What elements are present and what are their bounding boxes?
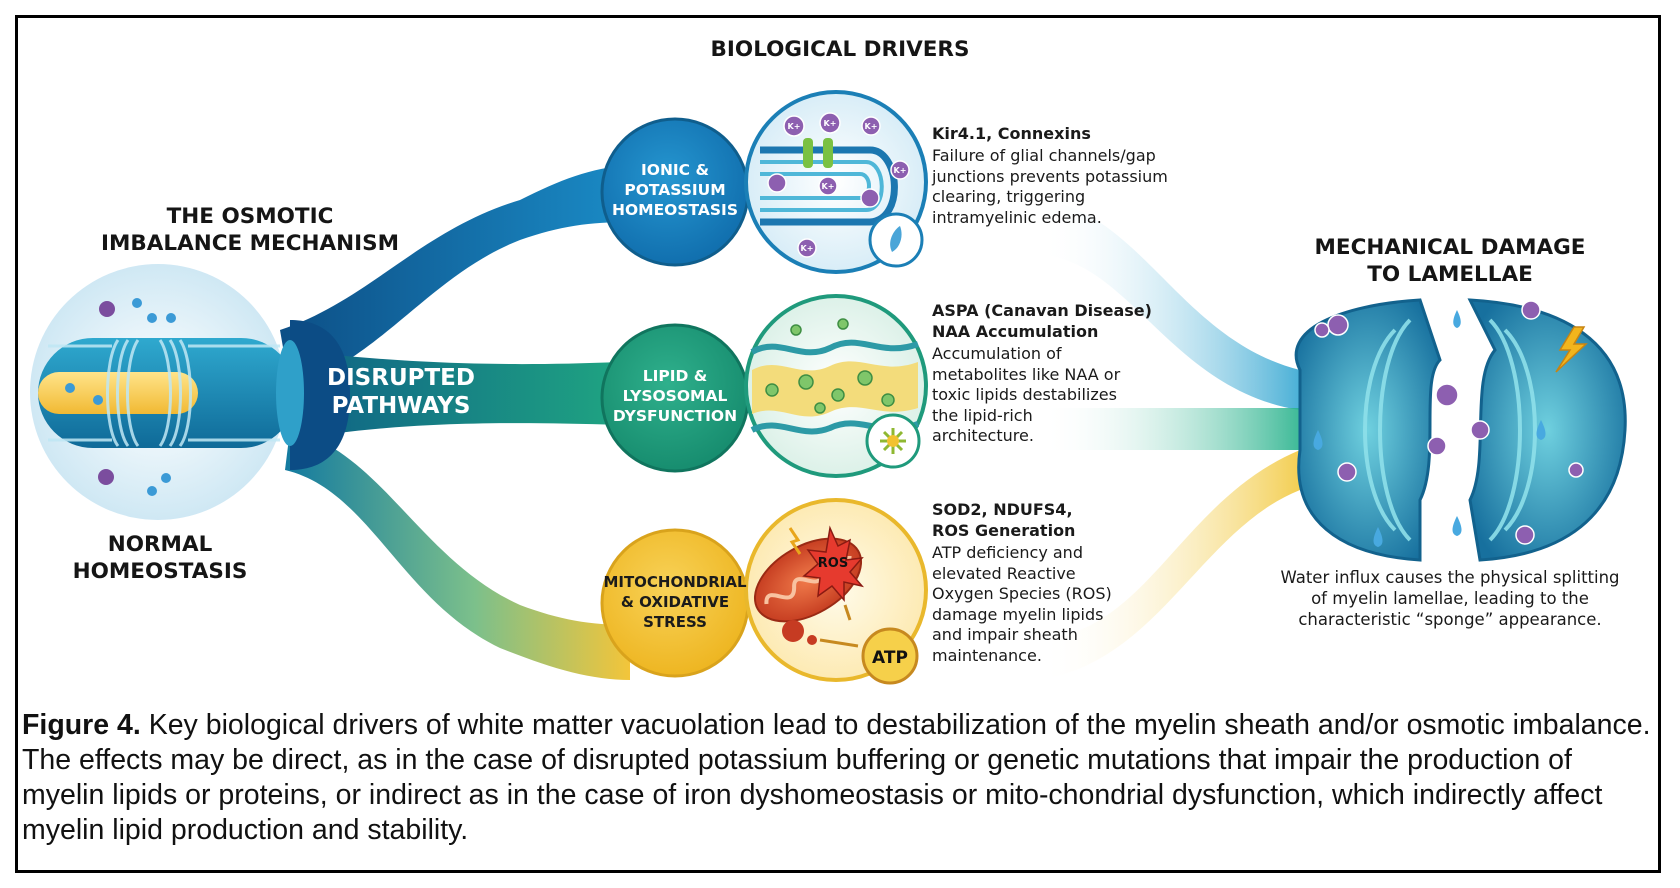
ion-dots-left (65, 298, 176, 496)
figure-label: Figure 4. (22, 709, 141, 741)
damage-description: Water influx causes the physical splitti… (1280, 568, 1620, 629)
caption-text: Key biological drivers of white matter v… (22, 709, 1651, 846)
potassium-label: K+ (788, 122, 801, 131)
potassium-label: K+ (822, 182, 835, 191)
potassium-label: K+ (824, 119, 837, 128)
potassium-label: K+ (801, 244, 814, 253)
mito-driver-text: SOD2, NDUFS4,ROS Generation ATP deficien… (932, 499, 1202, 666)
ionic-magnified-icon: K+ K+ K+ K+ K+ K+ (744, 90, 928, 274)
potassium-label: K+ (894, 166, 907, 175)
biological-drivers-heading: BIOLOGICAL DRIVERS (710, 37, 970, 62)
mito-driver-title: SOD2, NDUFS4,ROS Generation (932, 500, 1076, 540)
yellow-outflow-band (1040, 450, 1300, 680)
potassium-label: K+ (865, 122, 878, 131)
figure-caption: Figure 4. Key biological drivers of whit… (22, 708, 1662, 848)
lipid-magnified-icon (744, 294, 928, 478)
pathway-hub (290, 320, 350, 470)
ros-label: ROS (818, 556, 848, 571)
atp-label: ATP (872, 648, 908, 668)
blue-pathway-band (280, 165, 630, 388)
lipid-driver-title: ASPA (Canavan Disease)NAA Accumulation (932, 301, 1152, 341)
yellow-pathway-band (285, 430, 630, 680)
normal-axon-icon (38, 338, 304, 448)
teal-pathway-band (285, 350, 620, 440)
ionic-driver-text: Kir4.1, Connexins Failure of glial chann… (932, 123, 1202, 228)
blue-outflow-band (1040, 200, 1300, 410)
ionic-driver-title: Kir4.1, Connexins (932, 124, 1091, 143)
mito-magnified-icon: ROS ATP (744, 498, 928, 685)
teal-outflow-band (1040, 408, 1300, 450)
lipid-driver-text: ASPA (Canavan Disease)NAA Accumulation A… (932, 300, 1202, 447)
damaged-myelin-icon (1294, 298, 1627, 562)
figure-frame (15, 15, 1661, 873)
